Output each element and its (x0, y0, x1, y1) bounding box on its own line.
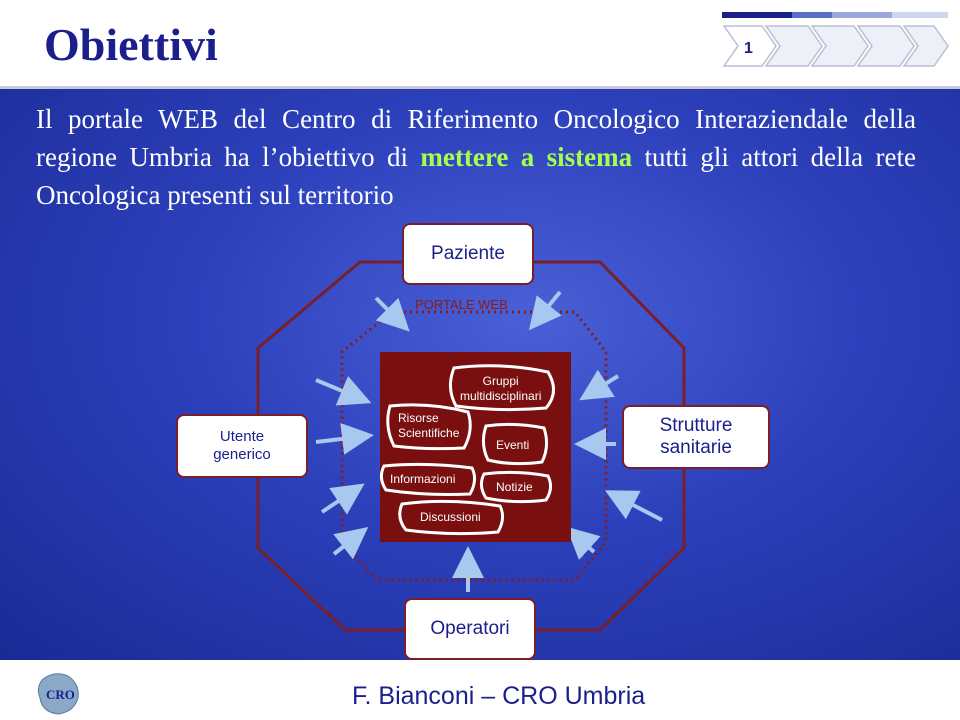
discussioni-shape[interactable] (398, 499, 505, 536)
strutture-label-line1: Strutture (659, 415, 733, 436)
intro-part-1: Il portale WEB del Centro di Riferimento… (36, 104, 916, 172)
risorse-label-line1: Risorse (398, 411, 439, 425)
nav-chevron-4[interactable] (856, 25, 915, 67)
header-divider (0, 86, 960, 89)
nav-chevron-1[interactable] (722, 25, 777, 67)
nav-chevron-5[interactable] (902, 25, 949, 67)
arrow-top-right (528, 290, 562, 331)
arrow-right-upper (579, 369, 620, 401)
arrow-bottom-right (566, 526, 601, 560)
gruppi-label: Gruppi multidisciplinari (460, 374, 541, 404)
nav-chevron-3[interactable] (810, 25, 869, 67)
discussioni-label: Discussioni (420, 510, 481, 524)
paziente-label: Paziente (431, 243, 505, 264)
nav-bar-medium (792, 12, 832, 18)
notizie-shape[interactable] (479, 470, 553, 504)
intro-highlight: mettere a sistema (420, 142, 633, 172)
portal-boundary (340, 310, 608, 582)
informazioni-label: Informazioni (390, 472, 456, 486)
arrow-top-left (374, 296, 410, 332)
logo-text: CRO (46, 687, 75, 702)
arrow-right-lower (604, 490, 663, 522)
slide-title: Obiettivi (44, 19, 218, 70)
operatori-box[interactable]: Operatori (404, 598, 536, 660)
utente-label-line1: Utente (219, 428, 265, 445)
notizie-label: Notizie (496, 480, 533, 494)
footer-bar (0, 660, 960, 720)
page-number: 1 (744, 40, 753, 57)
gruppi-label-line2: multidisciplinari (460, 389, 542, 403)
risorse-label-line2: Scientifiche (398, 426, 460, 440)
nav-bar-lightest (892, 12, 948, 18)
intro-text: Il portale WEB del Centro di Riferimento… (36, 100, 916, 214)
informazioni-shape[interactable] (379, 462, 477, 496)
author-credit: F. Bianconi – CRO Umbria (352, 682, 646, 710)
paziente-box[interactable]: Paziente (402, 223, 534, 285)
arrow-left-middle (315, 422, 374, 455)
arrow-left-lower (320, 483, 365, 515)
gruppi-shape[interactable] (449, 364, 555, 412)
eventi-shape[interactable] (481, 422, 549, 466)
nav-bar-dark (722, 12, 792, 18)
cro-logo: CRO (37, 673, 79, 715)
utente-label-line2: generico (213, 446, 271, 463)
operatori-label: Operatori (430, 618, 510, 639)
risorse-label: Risorse Scientifiche (398, 411, 459, 441)
strutture-label-line2: sanitarie (660, 437, 732, 458)
gruppi-label-line1: Gruppi (482, 374, 519, 388)
strutture-sanitarie-box[interactable]: Strutture sanitarie (622, 405, 770, 469)
risorse-shape[interactable] (386, 403, 472, 451)
arrow-left-upper (315, 376, 372, 406)
slide-navigation: 1 (722, 12, 949, 67)
nav-chevron-2[interactable] (764, 25, 823, 67)
utente-generico-box[interactable]: Utente generico (176, 414, 308, 478)
nav-bar-light (832, 12, 892, 18)
arrow-bottom-left (332, 527, 369, 560)
portal-web-label: PORTALE WEB (415, 297, 508, 312)
eventi-label: Eventi (496, 438, 530, 452)
intro-part-2: tutti gli attori della rete Oncologica p… (36, 142, 916, 210)
